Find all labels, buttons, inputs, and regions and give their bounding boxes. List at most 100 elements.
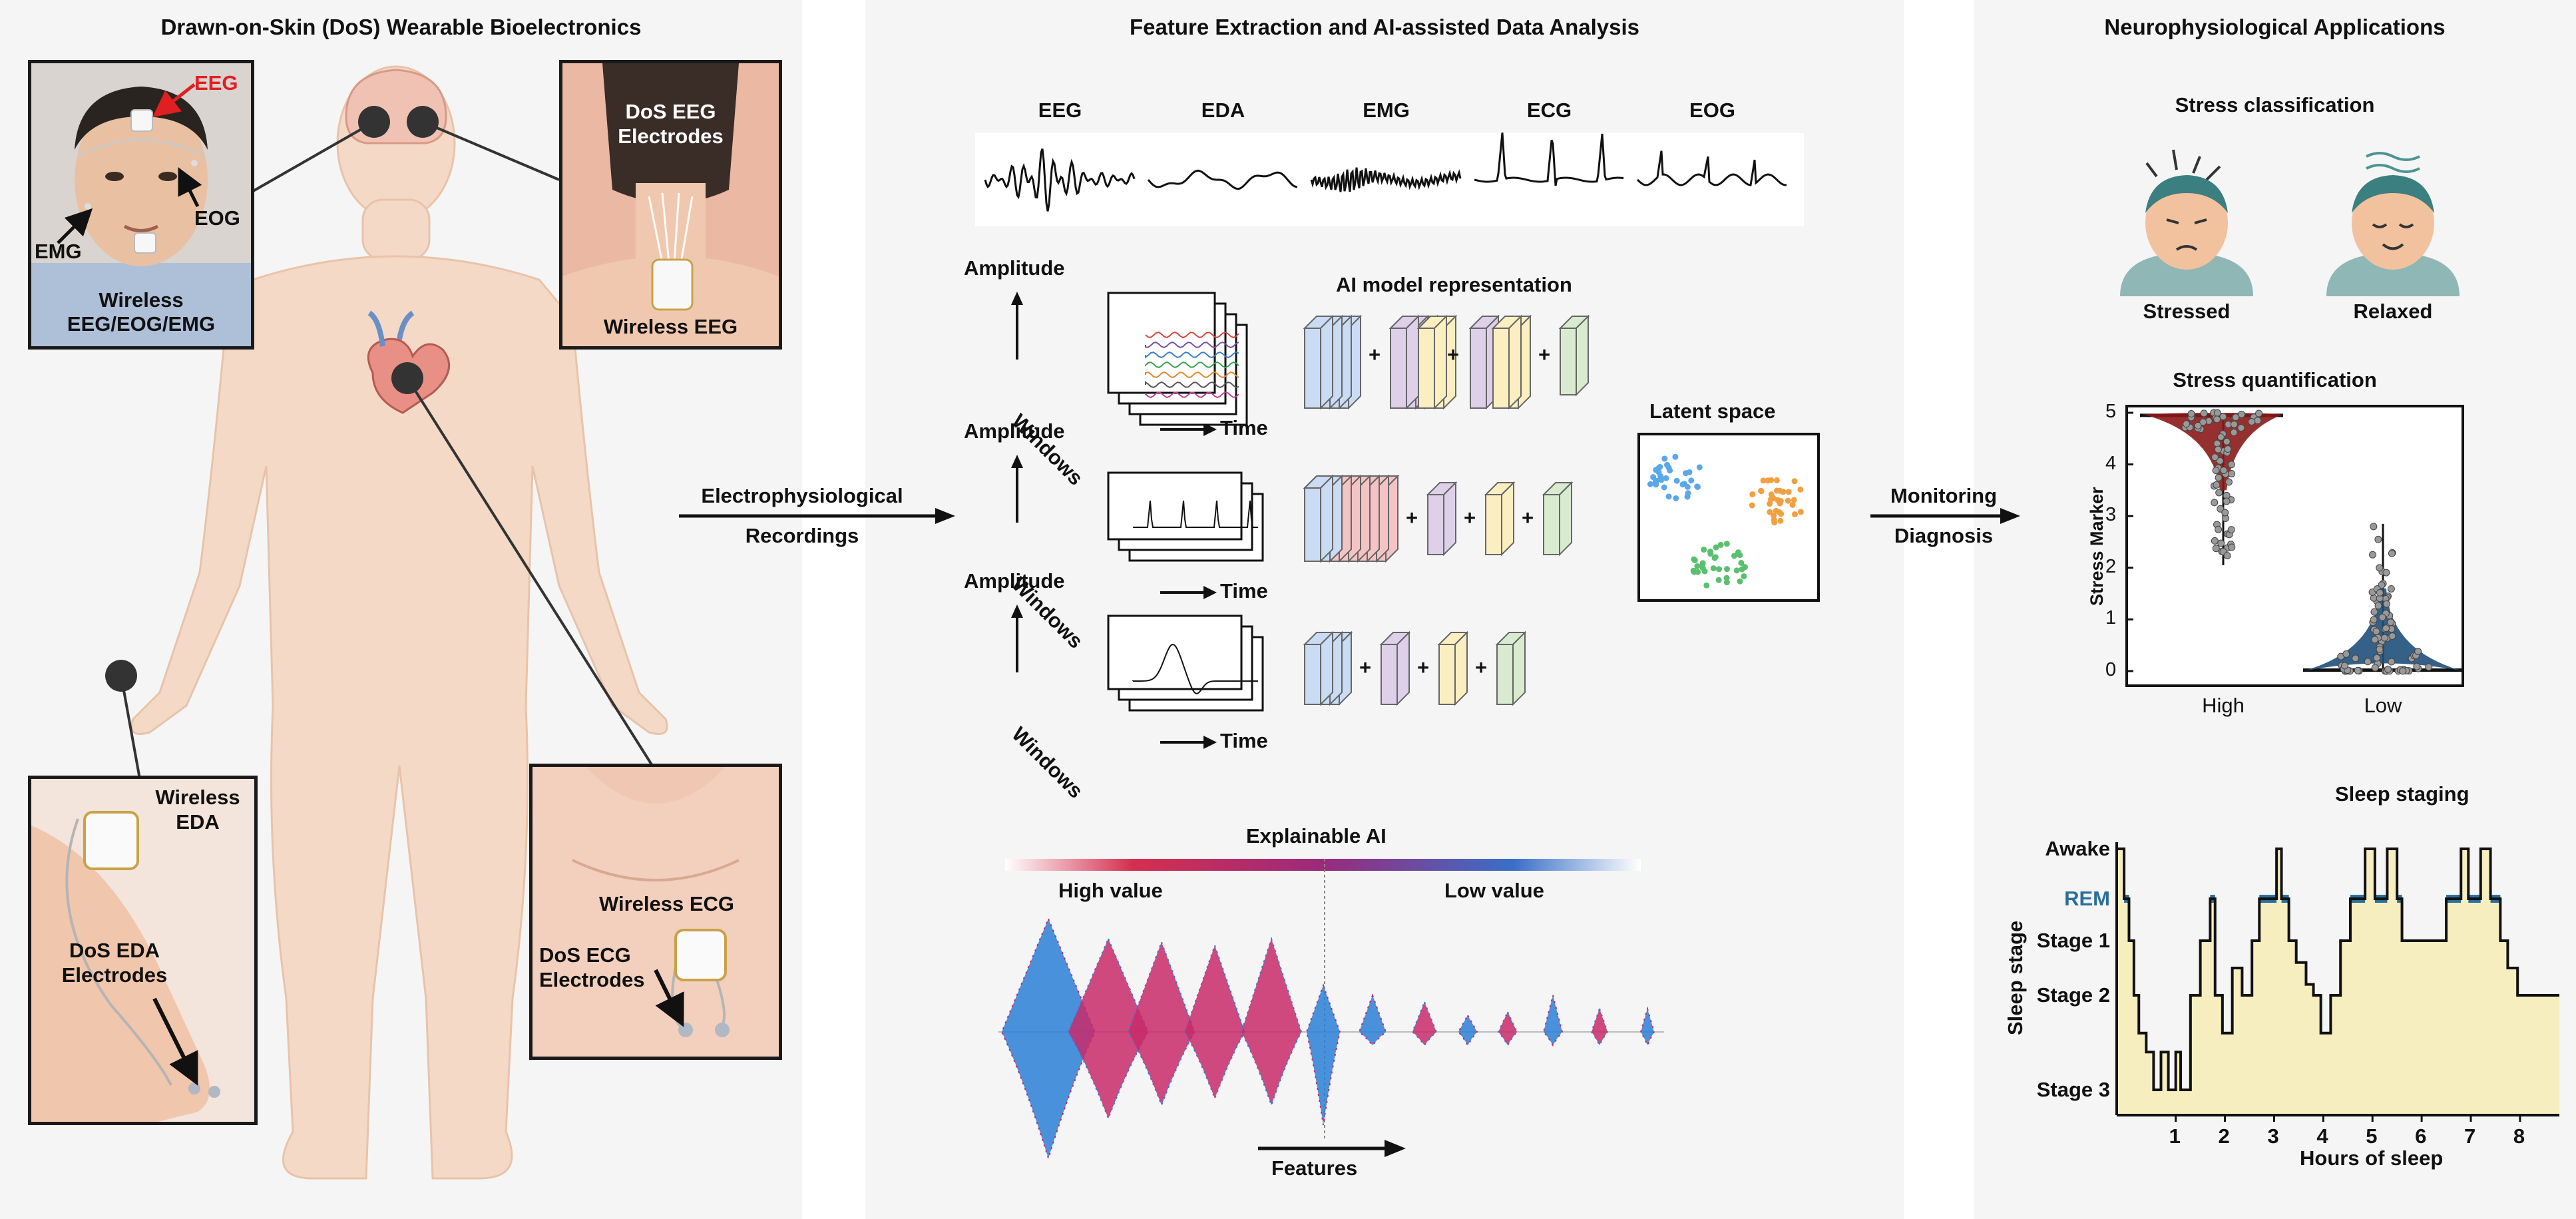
latent-space-title: Latent space: [1649, 399, 1776, 423]
latent-point: [1679, 481, 1686, 488]
latent-point: [1699, 563, 1705, 569]
signal-strip: [975, 133, 1804, 226]
latent-point: [1749, 502, 1755, 509]
sleep-xtick-8: 8: [2513, 1124, 2525, 1148]
latent-point: [1767, 509, 1773, 515]
signal-label-emg: EMG: [1363, 99, 1410, 122]
stress-ylabel: Stress Marker: [2087, 487, 2107, 606]
stress-point-high: [2217, 539, 2225, 547]
recordings-arrow-line2: Recordings: [745, 524, 859, 547]
xai-title: Explainable AI: [1246, 824, 1387, 848]
latent-point: [1715, 577, 1722, 583]
relaxed-face-icon: [2326, 152, 2460, 296]
stress-point-low: [2387, 618, 2395, 626]
xai-violin-overlay: [1127, 940, 1196, 1107]
latent-point: [1663, 475, 1669, 481]
xai-violin: [1544, 995, 1562, 1045]
latent-point: [1741, 573, 1747, 580]
stress-ytick-2: 2: [2105, 555, 2117, 577]
stress-point-low: [2354, 666, 2362, 674]
sleep-xtick-2: 2: [2218, 1124, 2230, 1148]
latent-point: [1661, 455, 1668, 462]
stress-point-low: [2371, 636, 2379, 644]
stress-violin-high: [2143, 413, 2283, 491]
amplitude-label-3: Amplitude: [964, 569, 1065, 593]
head-marker-left: [358, 106, 390, 138]
stress-point-high: [2224, 445, 2232, 453]
monitoring-arrow-line2: Diagnosis: [1894, 524, 1994, 547]
latent-point: [1724, 566, 1731, 573]
stress-point-high: [2215, 525, 2223, 533]
chest-device-label: Wireless ECG: [599, 892, 735, 915]
stress-point-high: [2212, 545, 2220, 553]
stress-ytick-3: 3: [2105, 504, 2117, 526]
sleep-chart-title: Sleep staging: [2335, 782, 2469, 806]
latent-point: [1686, 469, 1693, 475]
latent-point: [1791, 478, 1798, 485]
stress-point-high: [2232, 413, 2240, 421]
latent-point: [1684, 483, 1691, 490]
stress-point-high: [2214, 445, 2222, 453]
stress-point-high: [2194, 421, 2202, 429]
stress-point-low: [2382, 569, 2390, 577]
stress-point-low: [2374, 602, 2382, 610]
latent-point: [1713, 544, 1719, 551]
plus-1b: +: [1447, 343, 1460, 366]
latent-point: [1716, 566, 1723, 573]
stress-ytick-4: 4: [2105, 452, 2117, 474]
latent-point: [1791, 497, 1797, 503]
latent-point: [1664, 461, 1671, 468]
stress-point-low: [2387, 585, 2395, 593]
time-label-1: Time: [1220, 416, 1268, 439]
waveform-eog: [1636, 150, 1787, 186]
stress-point-high: [2219, 413, 2227, 421]
stress-point-low: [2425, 663, 2433, 671]
eeg-label: EEG: [194, 71, 238, 95]
stress-point-high: [2221, 509, 2229, 517]
stress-point-low: [2364, 658, 2372, 666]
latent-point: [1647, 481, 1653, 487]
latent-point: [1733, 567, 1740, 574]
stress-point-low: [2342, 650, 2350, 658]
latent-point: [1723, 579, 1730, 586]
chest-illustration: [533, 767, 779, 1057]
neck-electrodes-line1: DoS EEG: [625, 100, 716, 123]
latent-point: [1797, 509, 1804, 515]
latent-point: [1694, 483, 1701, 490]
latent-point: [1673, 477, 1680, 484]
latent-point: [1757, 487, 1764, 494]
stress-point-low: [2388, 632, 2396, 640]
latent-point: [1777, 517, 1784, 524]
xai-violin-overlay: [1542, 995, 1564, 1047]
stress-point-low: [2370, 523, 2378, 531]
sleep-ylabel: Sleep stage: [2004, 920, 2027, 1035]
latent-point: [1657, 475, 1664, 481]
xai-violin: [1307, 985, 1340, 1125]
stress-point-low: [2374, 535, 2382, 543]
sleep-ytick-rem: REM: [2064, 887, 2110, 910]
stress-point-low: [2372, 627, 2380, 635]
signal-waveforms: [984, 132, 1787, 212]
plus-1c: +: [1538, 343, 1551, 366]
latent-point: [1789, 501, 1796, 508]
emg-label: EMG: [35, 240, 82, 263]
latent-space-plot: [1637, 433, 1820, 602]
stress-point-high: [2183, 420, 2191, 428]
chest-electrodes-line2: Electrodes: [539, 968, 645, 991]
signal-label-eeg: EEG: [1038, 99, 1082, 122]
xai-gradient-bar: [1005, 859, 1641, 871]
latent-point: [1672, 453, 1679, 460]
face-arrows: [57, 83, 202, 244]
xai-violin-overlay: [1305, 983, 1341, 1126]
latent-point: [1694, 563, 1701, 569]
stress-point-high: [2255, 409, 2263, 417]
stress-point-high: [2200, 409, 2208, 417]
sleep-ytick-awake: Awake: [2045, 837, 2110, 860]
stress-point-high: [2237, 424, 2245, 432]
xai-violin: [1412, 1002, 1436, 1045]
latent-point: [1776, 509, 1783, 515]
hand-marker: [105, 660, 137, 692]
latent-point: [1773, 477, 1780, 483]
signal-label-ecg: ECG: [1526, 99, 1572, 122]
xai-violin-overlay: [1183, 943, 1246, 1100]
